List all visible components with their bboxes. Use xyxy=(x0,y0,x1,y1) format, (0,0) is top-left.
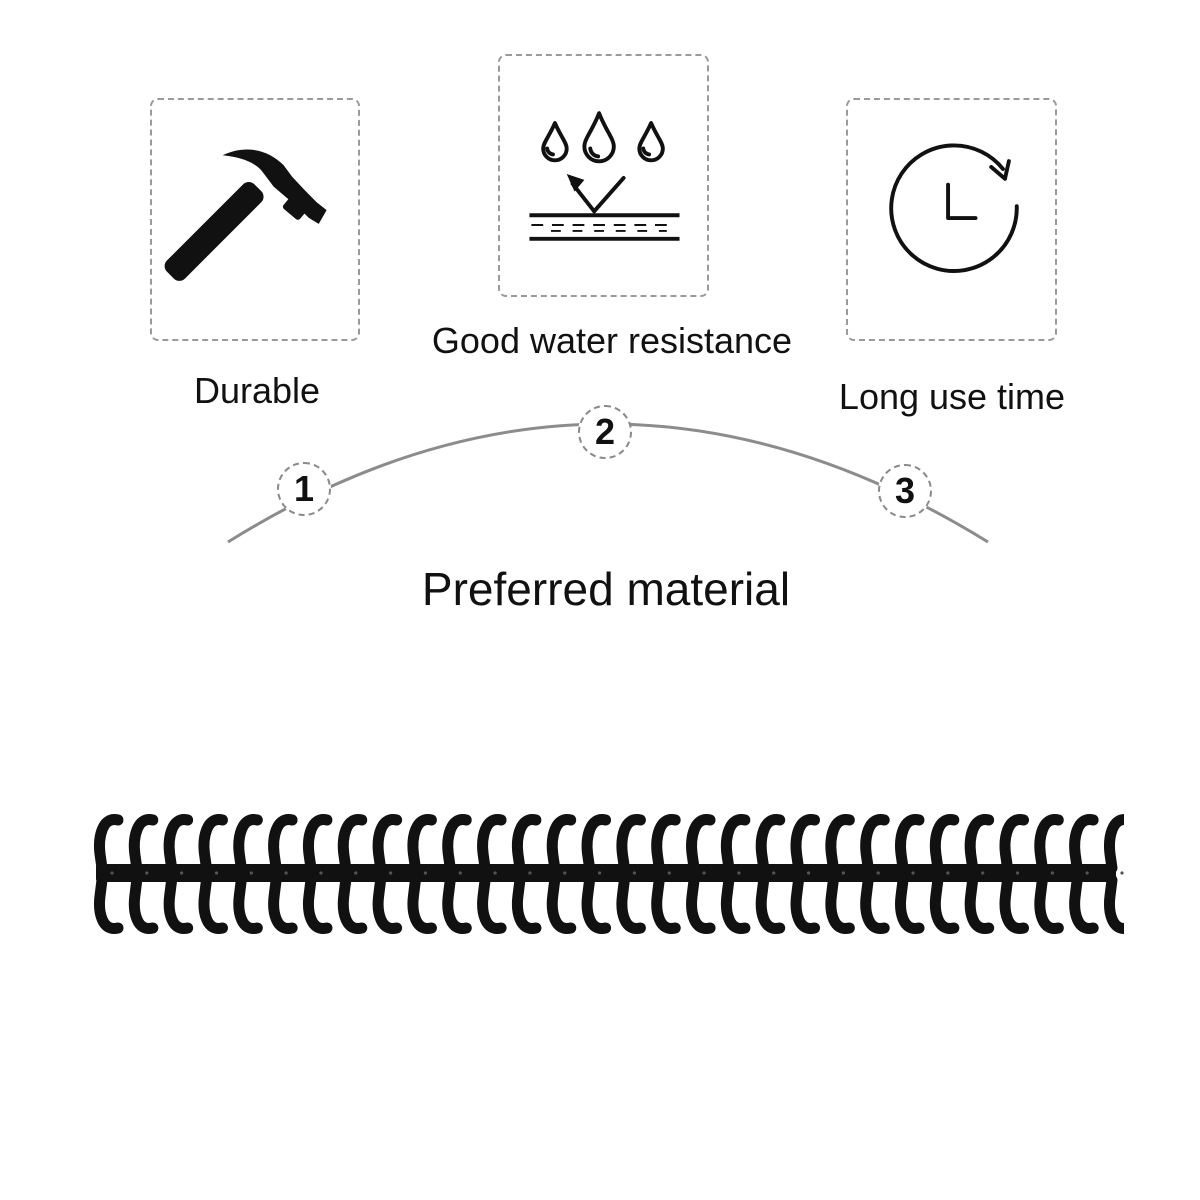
spine-hole xyxy=(180,871,184,875)
spine-hole xyxy=(1120,871,1124,875)
spine-hole xyxy=(911,871,915,875)
feature-card-time xyxy=(846,98,1057,341)
feature-card-water xyxy=(498,54,709,297)
spine-hole xyxy=(110,871,114,875)
comb-ring xyxy=(372,814,403,934)
spine-hole xyxy=(702,871,706,875)
comb-ring xyxy=(442,814,472,934)
comb-ring xyxy=(720,814,751,934)
comb-ring xyxy=(546,814,577,934)
spine-hole xyxy=(806,871,811,875)
hammer-icon xyxy=(164,149,327,281)
comb-ring xyxy=(686,814,716,934)
spine-hole xyxy=(597,871,602,875)
spine-hole xyxy=(946,871,950,875)
comb-ring xyxy=(581,814,612,934)
feature-label-durable: Durable xyxy=(193,370,321,411)
binding-comb-image xyxy=(94,814,1124,934)
spine-hole xyxy=(563,871,567,875)
comb-ring xyxy=(1104,814,1124,934)
spine-hole xyxy=(841,871,845,875)
comb-ring xyxy=(755,814,786,934)
spine-hole xyxy=(876,871,880,875)
comb-spine xyxy=(96,864,1116,882)
step-1-badge: 1 xyxy=(277,462,331,516)
comb-ring xyxy=(1069,814,1099,934)
spine-hole xyxy=(528,871,532,875)
step-2-badge: 2 xyxy=(578,405,632,459)
spine-hole xyxy=(1015,871,1020,875)
comb-ring xyxy=(860,814,890,934)
comb-ring xyxy=(407,814,437,934)
spine-hole xyxy=(214,871,219,875)
comb-ring xyxy=(1034,814,1064,934)
comb-ring xyxy=(511,814,542,934)
comb-ring xyxy=(268,814,298,934)
feature-card-durable xyxy=(150,98,360,341)
spine-hole xyxy=(1085,871,1089,875)
comb-ring xyxy=(964,814,995,934)
spine-hole xyxy=(1050,871,1054,875)
spine-hole xyxy=(145,871,149,875)
comb-ring xyxy=(790,814,821,934)
comb-ring xyxy=(825,814,855,934)
spine-hole xyxy=(423,871,428,875)
clock-rotate-icon xyxy=(889,143,1019,273)
spine-hole xyxy=(772,871,776,875)
comb-ring xyxy=(999,814,1030,934)
comb-ring xyxy=(616,814,646,934)
comb-ring xyxy=(233,814,263,934)
comb-ring xyxy=(303,814,333,934)
spine-hole xyxy=(493,871,497,875)
spine-hole xyxy=(389,871,393,875)
comb-ring xyxy=(163,814,194,934)
spine-hole xyxy=(632,871,637,875)
spine-hole xyxy=(354,871,358,875)
spine-hole xyxy=(284,871,288,875)
section-heading: Preferred material xyxy=(421,563,791,615)
comb-ring xyxy=(895,814,925,934)
spine-hole xyxy=(667,871,671,875)
spine-hole xyxy=(981,871,985,875)
comb-ring xyxy=(337,814,368,934)
comb-ring xyxy=(651,814,681,934)
water-drops-icon xyxy=(529,111,680,241)
spine-hole xyxy=(737,871,741,875)
comb-ring xyxy=(477,814,507,934)
spine-hole xyxy=(458,871,462,875)
feature-label-time: Long use time xyxy=(838,376,1066,417)
comb-ring xyxy=(128,814,159,934)
spine-hole xyxy=(319,871,323,875)
step-3-badge: 3 xyxy=(878,464,932,518)
comb-ring xyxy=(929,814,960,934)
spine-hole xyxy=(249,871,253,875)
comb-ring xyxy=(94,814,124,934)
comb-ring xyxy=(198,814,228,934)
feature-label-water: Good water resistance xyxy=(431,320,793,361)
